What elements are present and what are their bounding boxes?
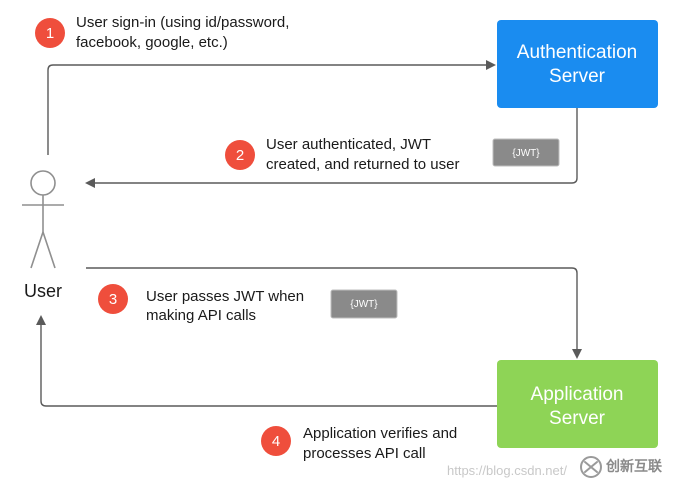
step-2-text-line1: User authenticated, JWT bbox=[266, 136, 431, 153]
auth-server-label-line1: Authentication bbox=[517, 42, 637, 63]
arrow-step-1 bbox=[47, 60, 496, 155]
step-2: 2 User authenticated, JWT created, and r… bbox=[225, 136, 560, 173]
auth-server-label-line2: Server bbox=[549, 66, 606, 87]
step-2-badge bbox=[225, 140, 255, 170]
step-2-text-line2: created, and returned to user bbox=[266, 156, 459, 173]
arrow-step-2 bbox=[85, 108, 578, 188]
watermark-url: https://blog.csdn.net/ bbox=[447, 463, 567, 478]
step-1-text-line2: facebook, google, etc.) bbox=[76, 34, 228, 51]
arrow-step-4 bbox=[36, 315, 497, 407]
step-4-number: 4 bbox=[272, 433, 280, 450]
app-server-label-line2: Server bbox=[549, 408, 606, 429]
step-3-number: 3 bbox=[109, 291, 117, 308]
jwt-token-2-label: {JWT} bbox=[350, 299, 378, 310]
app-server-rect bbox=[497, 360, 658, 448]
step-1-number: 1 bbox=[46, 25, 54, 42]
watermark-logo-text: 创新互联 bbox=[605, 458, 663, 475]
step-2-number: 2 bbox=[236, 147, 244, 164]
step-3-text-line1: User passes JWT when bbox=[146, 288, 304, 305]
logo-icon bbox=[580, 456, 602, 478]
jwt-token-chip-2 bbox=[330, 289, 398, 319]
step-4: 4 Application verifies and processes API… bbox=[261, 425, 457, 462]
step-1: 1 User sign-in (using id/password, faceb… bbox=[35, 14, 289, 51]
arrow-step-3 bbox=[86, 267, 582, 359]
stick-figure-icon bbox=[22, 170, 64, 269]
step-3-badge bbox=[98, 284, 128, 314]
actor-user: User bbox=[22, 170, 64, 301]
user-label: User bbox=[24, 281, 62, 301]
jwt-token-chip-1 bbox=[492, 138, 560, 167]
step-4-text-line2: processes API call bbox=[303, 445, 426, 462]
app-server-label-line1: Application bbox=[531, 384, 624, 405]
step-3: 3 User passes JWT when making API calls … bbox=[98, 284, 398, 324]
jwt-token-1-label: {JWT} bbox=[512, 148, 540, 159]
step-1-text-line1: User sign-in (using id/password, bbox=[76, 14, 289, 31]
auth-server-rect bbox=[497, 20, 658, 108]
watermark-logo-background bbox=[573, 448, 678, 490]
step-4-badge bbox=[261, 426, 291, 456]
step-1-badge bbox=[35, 18, 65, 48]
watermark: https://blog.csdn.net/ 创新互联 bbox=[447, 448, 678, 490]
auth-server-box: Authentication Server bbox=[497, 20, 658, 108]
app-server-box: Application Server bbox=[497, 360, 658, 448]
step-3-text-line2: making API calls bbox=[146, 307, 256, 324]
step-4-text-line1: Application verifies and bbox=[303, 425, 457, 442]
